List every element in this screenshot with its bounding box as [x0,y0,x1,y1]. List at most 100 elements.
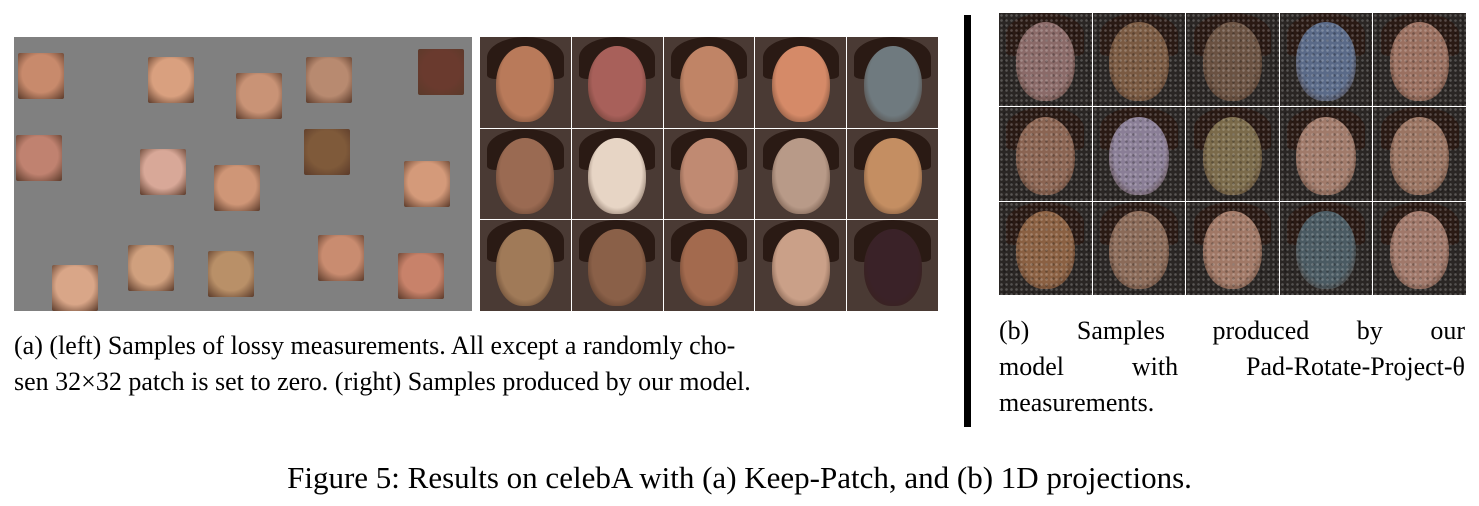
face-shape [771,137,830,214]
noise-texture [1186,13,1279,107]
noise-texture [1279,201,1373,295]
face-patch [52,265,98,311]
face-shape [588,229,647,306]
sample-face-tile [1373,107,1466,201]
face-patch [318,235,364,281]
face-shape [1390,116,1450,196]
face-shape [1202,22,1263,101]
noise-texture [1279,107,1373,201]
face-patch [214,165,260,211]
sample-face-tile [1279,13,1373,107]
sample-face-tile [1092,107,1186,201]
caption-a-line1: (a) (left) Samples of lossy measurements… [14,331,736,360]
face-shape [863,137,922,214]
face-shape [771,229,830,306]
caption-b: (b) Samples produced by our model with P… [999,313,1465,421]
face-patch [404,161,450,207]
face-shape [1109,210,1169,290]
face-shape [1296,210,1356,290]
sample-face-tile [847,37,938,128]
face-patch [16,135,62,181]
noise-texture [999,13,1092,107]
sample-face-tile [999,107,1092,201]
figure-caption: Figure 5: Results on celebA with (a) Kee… [287,460,1192,495]
lossy-measurements-image [14,37,472,311]
sample-face-tile [1092,13,1186,107]
caption-b-line2: model with Pad-Rotate-Project-θ [999,352,1465,381]
face-shape [1015,116,1075,196]
noise-texture [1186,107,1279,201]
sample-face-tile [571,37,663,128]
noise-texture [1092,13,1186,107]
face-shape [1015,210,1075,290]
sample-face-tile [755,37,847,128]
sample-face-tile [480,220,571,311]
sample-face-tile [1279,201,1373,295]
face-shape [1202,116,1263,196]
sample-face-tile [755,220,847,311]
face-shape [1109,22,1169,101]
sample-face-tile [999,13,1092,107]
sample-face-tile [755,128,847,220]
face-shape [771,46,830,123]
model-samples-grid-a [480,37,938,311]
sample-face-tile [663,128,755,220]
face-patch [304,129,350,175]
noise-texture [1092,201,1186,295]
sample-face-tile [1373,201,1466,295]
face-shape [1296,22,1356,101]
sample-face-tile [480,128,571,220]
face-shape [496,229,555,306]
caption-a: (a) (left) Samples of lossy measurements… [14,328,946,400]
face-shape [1296,116,1356,196]
caption-a-line2: sen 32×32 patch is set to zero. (right) … [14,367,751,396]
face-shape [588,46,647,123]
noise-texture [1279,13,1373,107]
noise-texture [999,201,1092,295]
sample-face-tile [1279,107,1373,201]
noise-texture [999,107,1092,201]
face-patch [398,253,444,299]
face-shape [1202,210,1263,290]
face-patch [418,49,464,95]
noise-texture [1373,13,1466,107]
face-shape [679,46,739,123]
face-patch [148,57,194,103]
sample-face-tile [663,37,755,128]
face-shape [588,137,647,214]
noise-texture [1373,201,1466,295]
face-shape [1390,22,1450,101]
sample-face-tile [847,220,938,311]
sample-face-tile [1186,13,1279,107]
face-shape [1390,210,1450,290]
face-shape [496,137,555,214]
model-samples-grid-b [999,13,1466,295]
face-patch [306,57,352,103]
face-patch [140,149,186,195]
sample-face-tile [1186,107,1279,201]
noise-texture [1186,201,1279,295]
face-shape [679,137,739,214]
panel-divider [964,15,971,427]
sample-face-tile [663,220,755,311]
face-shape [1109,116,1169,196]
sample-face-tile [1186,201,1279,295]
sample-face-tile [847,128,938,220]
face-patch [208,251,254,297]
face-patch [18,53,64,99]
face-shape [863,229,922,306]
face-shape [863,46,922,123]
sample-face-tile [1373,13,1466,107]
sample-face-tile [571,128,663,220]
caption-b-line3: measurements. [999,388,1155,417]
sample-face-tile [1092,201,1186,295]
caption-b-line1: (b) Samples produced by our [999,316,1465,345]
sample-face-tile [480,37,571,128]
sample-face-tile [999,201,1092,295]
face-shape [679,229,739,306]
noise-texture [1092,107,1186,201]
face-shape [496,46,555,123]
sample-face-tile [571,220,663,311]
face-shape [1015,22,1075,101]
noise-texture [1373,107,1466,201]
